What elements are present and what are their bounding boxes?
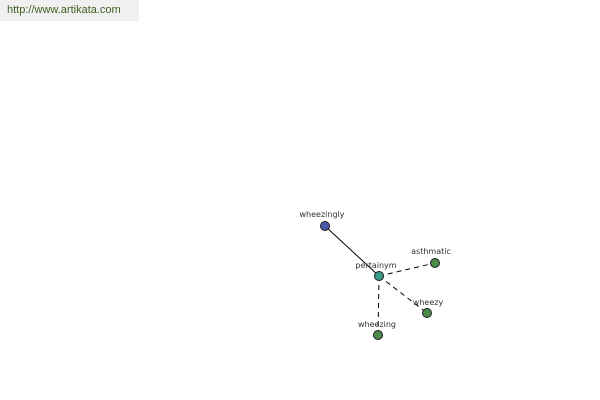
node-label-asthmatic[interactable]: asthmatic <box>411 247 451 256</box>
node-circle-pertainym[interactable] <box>374 271 384 281</box>
node-circle-wheezy[interactable] <box>422 308 432 318</box>
node-label-pertainym[interactable]: pertainym <box>355 261 396 270</box>
graph-node-asthmatic[interactable]: asthmatic <box>411 247 451 268</box>
edge-pertainym-asthmatic <box>378 262 436 277</box>
url-banner: http://www.artikata.com <box>0 0 139 21</box>
node-label-wheezingly[interactable]: wheezingly <box>300 210 345 219</box>
graph-node-wheezingly[interactable]: wheezingly <box>300 210 345 231</box>
graph-node-pertainym[interactable]: pertainym <box>355 261 397 281</box>
edge-pertainym-wheezy <box>378 275 428 314</box>
node-label-wheezy[interactable]: wheezy <box>413 298 444 307</box>
graph-node-wheezy[interactable]: wheezy <box>413 298 444 318</box>
nodes-layer: wheezingly pertainym asthmatic wheezy wheezi… <box>300 210 451 340</box>
node-circle-wheezing[interactable] <box>373 330 383 340</box>
edge-pertainym-wheezing <box>377 275 380 336</box>
site-url-link[interactable]: http://www.artikata.com <box>7 4 121 16</box>
edge-wheezingly-pertainym <box>324 225 380 277</box>
node-circle-wheezingly[interactable] <box>320 221 330 231</box>
edges-layer <box>324 225 436 336</box>
node-circle-asthmatic[interactable] <box>430 258 440 268</box>
graph-node-wheezing[interactable]: wheezing <box>358 320 396 340</box>
node-label-wheezing[interactable]: wheezing <box>358 320 396 329</box>
